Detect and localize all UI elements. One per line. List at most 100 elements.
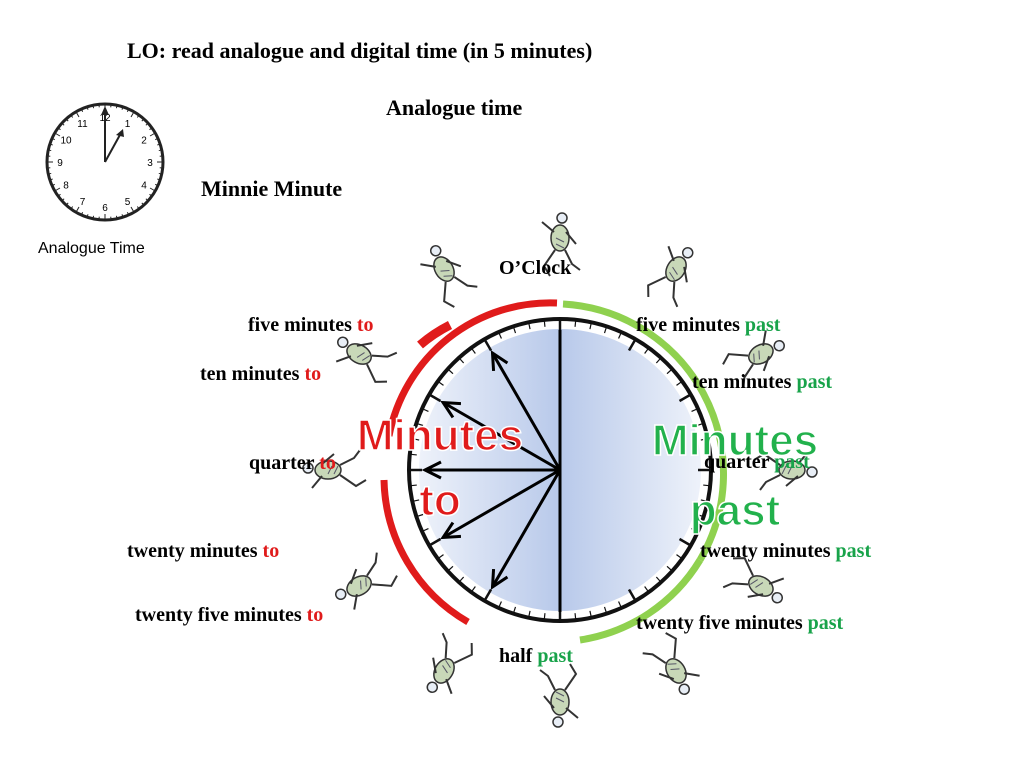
to-arc-bottom [380,479,470,626]
clock-tick [627,339,637,352]
running-figure-icon [426,632,473,695]
page-title: LO: read analogue and digital time (in 5… [127,38,593,63]
label-ten-past: ten minutes past [692,371,833,393]
small-clock-tick [92,105,95,109]
clock-tick [678,537,691,547]
clock-tick [459,576,465,582]
small-clock-tick [57,127,61,131]
clock-tick [703,453,710,456]
small-clock-tick [65,202,69,206]
clock-tick [543,613,546,620]
clock-tick [676,554,682,559]
clock-tick [700,438,707,441]
clock-tick [483,588,493,601]
clock-tick [603,606,607,613]
small-clock-tick [149,193,153,197]
small-clock-tick [155,183,159,187]
label-twentyfive-past: twenty five minutes past [636,612,844,634]
small-clock-tick [51,183,55,187]
small-clock-tick [155,137,159,141]
small-clock-tick [130,111,135,118]
clock-tick [618,601,622,608]
small-clock-caption: Analogue Time [38,240,145,257]
to-arc-top [385,299,558,437]
small-clock-tick [145,198,149,202]
small-clock-number: 11 [77,119,88,130]
hour-hand [104,132,122,163]
clock-tick [471,348,476,354]
small-clock-tick [51,137,55,141]
small-clock-number: 4 [141,181,147,192]
clock-tick [703,484,710,487]
minutes-past-word-1: Minutes [652,416,818,465]
label-quarter-past: quarter past [704,451,810,473]
clock-tick [627,588,637,601]
running-figure-icon [753,451,818,491]
clock-tick [413,438,420,441]
clock-tick [417,513,424,517]
past-arc-bottom [579,558,703,644]
clock-tick [691,408,698,412]
clock-tick [429,393,442,403]
clock-tick [498,332,502,339]
label-ten-to: ten minutes to [200,363,322,385]
to-arc-mark [417,320,453,349]
small-clock-number: 5 [125,197,131,208]
clock-tick [429,537,442,547]
small-clock-number: 10 [60,136,72,147]
clock-tick [574,320,577,327]
label-quarter-to: quarter to [249,452,336,474]
small-clock-tick [70,206,74,210]
small-clock-tick [136,206,140,210]
clock-tick [498,601,502,608]
running-figure-icon [647,245,694,308]
running-figure-icon [420,245,478,308]
character-name: Minnie Minute [201,176,343,201]
clock-tick [655,576,661,582]
small-clock-tick [61,122,65,126]
clock-tick [528,323,531,330]
clock-tick [513,327,517,334]
small-clock-tick [86,106,89,110]
small-clock-tick [54,187,61,192]
small-clock-tick [54,132,61,137]
small-clock-tick [80,108,84,112]
small-clock-number: 2 [141,136,147,147]
clock-tick [589,610,592,617]
small-clock-tick [49,178,53,181]
minutes-to-word-1: Minutes [357,411,523,460]
small-clock-tick [86,214,89,218]
small-clock-tick [115,105,118,109]
clock-tick [417,423,424,427]
small-clock-tick [57,193,61,197]
clock-tick [666,565,672,571]
small-clock-number: 7 [80,197,86,208]
clock-tick [678,393,691,403]
running-figure-icon [335,336,398,383]
small-clock-number: 6 [102,203,108,214]
minute-arrow [442,401,561,472]
clock-tick [483,339,493,352]
minutes-to-word-2: to [419,476,461,525]
clock-tick [448,369,454,375]
running-figure-icon [642,632,700,695]
small-clock-tick [130,206,135,213]
minute-arrow [442,468,561,539]
clock-tick [410,484,417,487]
running-figure-icon [539,663,579,728]
small-clock-number: 3 [147,158,153,169]
minute-arrow-head [440,400,462,419]
clock-tick [644,586,649,592]
clock-tick [438,381,444,386]
clock-tick [422,408,429,412]
clock-tick [603,327,607,334]
small-clock-tick [149,127,153,131]
small-clock-icon: 121234567891011 [45,102,165,222]
small-clock-tick [49,143,53,146]
hour-hand-arrow [116,129,124,137]
clock-tick [543,320,546,327]
small-clock-tick [75,111,80,118]
small-clock-tick [126,108,130,112]
small-clock-tick [157,143,161,146]
